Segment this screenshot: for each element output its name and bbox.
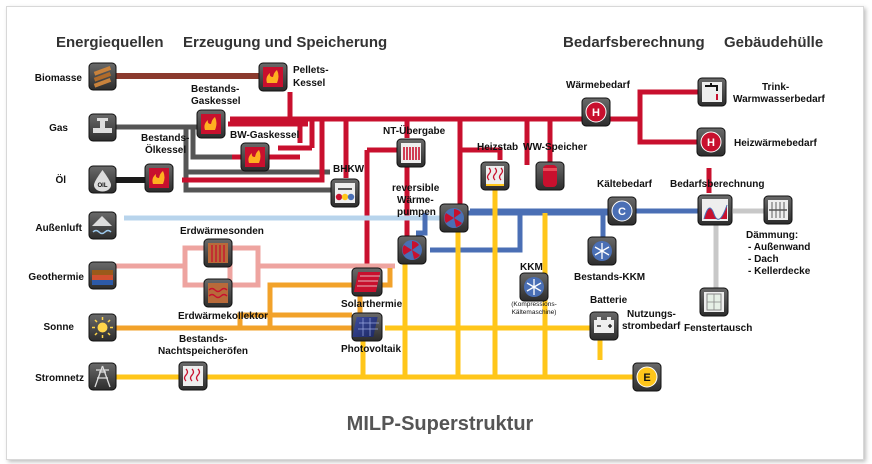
lt-transfer-label: NT-Übergabe [383, 124, 446, 137]
storage-heaters-label-1: Bestands- [179, 334, 227, 345]
pellet-boiler-label-2: Kessel [293, 78, 325, 89]
elec-demand-glyph: E [643, 372, 650, 384]
oil-icon-text: OIL [98, 183, 108, 189]
envelope-line [713, 208, 765, 288]
battery-icon [589, 311, 619, 341]
gas-icon [88, 113, 117, 142]
storage-heaters-icon [178, 361, 208, 391]
source-oil-label: Öl [55, 173, 66, 186]
insulation-item-1: - Außenwand [748, 242, 810, 253]
window-replacement-label: Fenstertausch [684, 323, 752, 334]
grid-icon [88, 362, 117, 391]
collector-icon [203, 278, 233, 308]
battery-label: Batterie [590, 295, 628, 306]
hw-storage-icon [535, 161, 565, 191]
lt-transfer-icon [396, 138, 426, 168]
sun-icon [88, 313, 117, 342]
oil-boiler-label-2: Ölkessel [145, 143, 186, 156]
kkm-sub-label-1: (Kompressions- [511, 301, 557, 308]
existing-kkm-label: Bestands-KKM [574, 272, 645, 283]
pellet-boiler-label-1: Pellets- [293, 65, 329, 76]
dhw-demand-icon [697, 77, 727, 107]
elec-demand-label-1: Nutzungs- [627, 309, 676, 320]
heat-pumps-label-2: Wärme- [397, 195, 434, 206]
pv-icon [351, 312, 383, 342]
geothermal-icon [88, 261, 117, 290]
source-geothermal-label: Geothermie [28, 272, 84, 283]
bw-gas-boiler-label: BW-Gaskessel [230, 130, 299, 141]
demand-calc-label: Bedarfsberechnung [670, 179, 764, 190]
source-outside-air-label: Außenluft [35, 223, 82, 234]
solar-thermal-icon [351, 267, 383, 297]
collector-label: Erdwärmekollektor [178, 311, 268, 322]
gas-line [112, 124, 350, 193]
probes-icon [203, 238, 233, 268]
kkm-sub-label-2: Kältemaschine) [512, 309, 557, 316]
source-grid-label: Stromnetz [35, 373, 84, 384]
chp-label: BHKW [333, 164, 365, 175]
gas-boiler-label-1: Bestands- [191, 84, 239, 95]
probes-label: Erdwärmesonden [180, 226, 264, 237]
oil-boiler-icon [144, 163, 174, 193]
heat-pumps-label-1: reversible [392, 183, 440, 194]
bw-gas-boiler-icon [240, 142, 270, 172]
heating-demand-label: Heizwärmebedarf [734, 138, 817, 149]
cooling-demand-glyph: C [618, 206, 626, 218]
immersion-heater-label: Heizstab [477, 142, 518, 153]
heat-pump-upper-icon [439, 203, 469, 233]
source-sun-label: Sonne [43, 322, 74, 333]
kkm-icon [519, 272, 549, 302]
solar-thermal-label: Solarthermie [341, 299, 403, 310]
flow-lines [112, 73, 765, 380]
heat-pump-lower-icon [397, 235, 427, 265]
gas-boiler-label-2: Gaskessel [191, 96, 241, 107]
window-icon [699, 287, 729, 317]
heat-demand-label: Wärmebedarf [566, 80, 631, 91]
oil-boiler-label-1: Bestands- [141, 133, 189, 144]
diagram-title: MILP-Superstruktur [347, 413, 534, 435]
insulation-icon [763, 195, 793, 225]
cooling-demand-icon: C [607, 196, 637, 226]
insulation-title: Dämmung: [746, 230, 798, 241]
immersion-heater-icon [480, 161, 510, 191]
source-biomass-label: Biomasse [35, 73, 83, 84]
heat-demand-icon: H [581, 97, 611, 127]
heat-demand-glyph: H [592, 107, 600, 119]
outside-air-icon [88, 211, 117, 240]
dhw-demand-label-1: Trink- [762, 82, 789, 93]
demand-calc-icon [697, 194, 733, 226]
elec-demand-icon: E [632, 362, 662, 392]
header-energy-sources: Energiequellen [56, 34, 164, 51]
heating-demand-glyph: H [707, 137, 715, 149]
insulation-item-2: - Dach [748, 254, 779, 265]
source-gas-label: Gas [49, 123, 68, 134]
pellet-boiler-icon [258, 62, 288, 92]
kkm-label: KKM [520, 262, 543, 273]
biomass-icon [88, 62, 117, 91]
existing-kkm-icon [587, 236, 617, 266]
heat-pumps-label-3: pumpen [397, 207, 436, 218]
cold-line [416, 208, 700, 253]
dhw-demand-label-2: Warmwasserbedarf [733, 94, 826, 105]
insulation-item-3: - Kellerdecke [748, 266, 811, 277]
hw-storage-label: WW-Speicher [523, 142, 587, 153]
oil-icon: OIL [88, 165, 117, 194]
header-generation-storage: Erzeugung und Speicherung [183, 34, 387, 51]
heating-demand-icon: H [696, 127, 726, 157]
elec-demand-label-2: strombedarf [622, 321, 681, 332]
storage-heaters-label-2: Nachtspeicheröfen [158, 346, 248, 357]
chp-icon [330, 178, 360, 208]
header-demand-calc: Bedarfsberechnung [563, 34, 705, 51]
gas-boiler-icon [196, 109, 226, 139]
header-building-envelope: Gebäudehülle [724, 34, 823, 51]
cooling-demand-label: Kältebedarf [597, 179, 653, 190]
pv-label: Photovoltaik [341, 344, 401, 355]
